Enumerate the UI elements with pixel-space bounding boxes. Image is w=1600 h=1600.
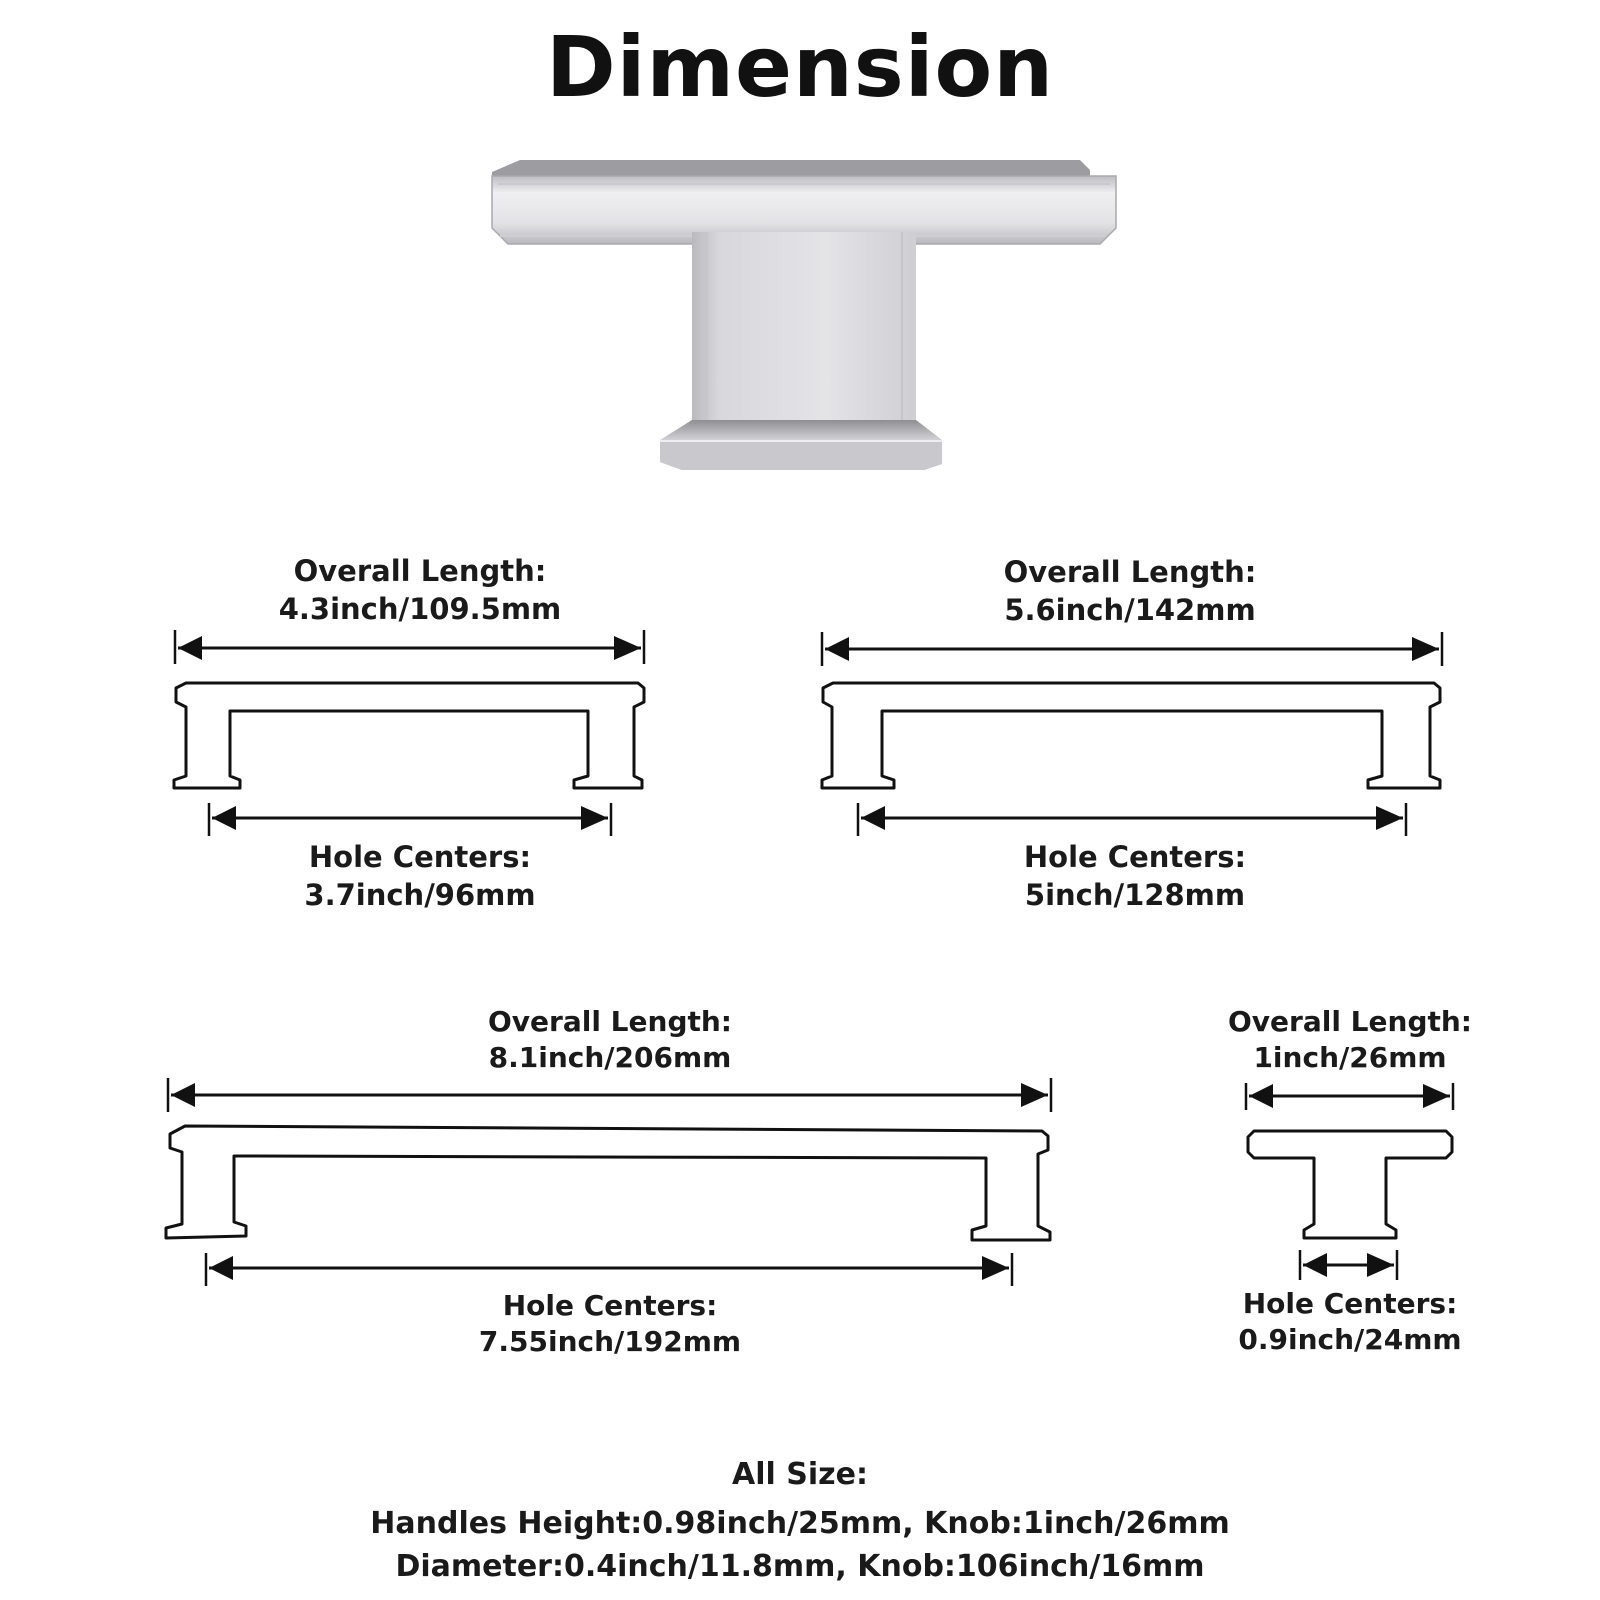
handle-small-drawing <box>172 630 646 836</box>
handle-large-overall-label: Overall Length: 8.1inch/206mm <box>390 1004 830 1076</box>
page-title: Dimension <box>545 18 1055 116</box>
hole-centers-title: Hole Centers: <box>1242 1287 1458 1320</box>
handle-large-drawing <box>164 1078 1053 1286</box>
overall-length-title: Overall Length: <box>1227 1005 1472 1038</box>
knob-overall-label: Overall Length: 1inch/26mm <box>1160 1004 1540 1076</box>
footer-line-2: Diameter:0.4inch/11.8mm, Knob:106inch/16… <box>395 1549 1205 1584</box>
hole-centers-value: 5inch/128mm <box>1024 878 1246 912</box>
all-size-footer: All Size: Handles Height:0.98inch/25mm, … <box>0 1455 1600 1587</box>
handle-small-overall-label: Overall Length: 4.3inch/109.5mm <box>200 552 640 628</box>
handle-large-holes-label: Hole Centers: 7.55inch/192mm <box>390 1288 830 1360</box>
hole-centers-value: 3.7inch/96mm <box>304 878 536 912</box>
handle-outline <box>820 681 1442 790</box>
hole-centers-value: 7.55inch/192mm <box>478 1325 742 1358</box>
hole-centers-title: Hole Centers: <box>1023 840 1247 874</box>
footer-line-1: Handles Height:0.98inch/25mm, Knob:1inch… <box>370 1506 1230 1541</box>
handle-medium-drawing <box>820 632 1444 836</box>
knob-holes-label: Hole Centers: 0.9inch/24mm <box>1160 1286 1540 1358</box>
overall-length-value: 4.3inch/109.5mm <box>278 592 562 626</box>
overall-length-title: Overall Length: <box>1003 555 1257 589</box>
overall-length-value: 1inch/26mm <box>1253 1041 1447 1074</box>
footer-heading: All Size: <box>732 1457 868 1492</box>
knob-outline <box>1246 1129 1454 1240</box>
knob-line-drawing <box>1244 1083 1455 1280</box>
overall-length-value: 5.6inch/142mm <box>1004 593 1256 627</box>
hole-centers-value: 0.9inch/24mm <box>1238 1323 1462 1356</box>
overall-length-value: 8.1inch/206mm <box>488 1041 732 1074</box>
handle-small-holes-label: Hole Centers: 3.7inch/96mm <box>200 838 640 914</box>
hole-centers-title: Hole Centers: <box>502 1289 718 1322</box>
handle-outline <box>172 681 646 790</box>
overall-length-title: Overall Length: <box>487 1005 732 1038</box>
handle-outline <box>164 1124 1052 1242</box>
knob-product-image <box>491 160 1117 470</box>
handle-medium-overall-label: Overall Length: 5.6inch/142mm <box>910 553 1350 629</box>
handle-medium-holes-label: Hole Centers: 5inch/128mm <box>915 838 1355 914</box>
hole-centers-title: Hole Centers: <box>308 840 532 874</box>
overall-length-title: Overall Length: <box>293 554 547 588</box>
